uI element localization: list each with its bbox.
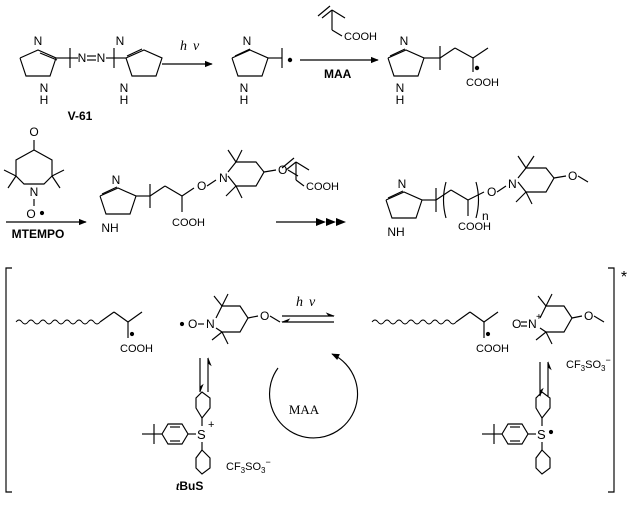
atom-h: H <box>120 93 129 107</box>
asterisk: * <box>621 269 627 286</box>
atom-o: O <box>278 163 287 177</box>
sulfanyl-radical: S <box>482 391 554 475</box>
imidazolinyl-radical: N N H <box>231 34 293 107</box>
atom-o: O <box>188 317 197 331</box>
atom-n: N <box>30 185 39 199</box>
maa-cycle-label: MAA <box>289 402 320 417</box>
maa-label: MAA <box>324 67 352 81</box>
vertical-equilibrium-left <box>199 357 212 393</box>
subscript-n: n <box>482 209 489 223</box>
atom-n: N <box>120 81 129 95</box>
charge-plus: + <box>536 312 542 323</box>
equilibrium-arrows-center: h ν <box>281 295 335 323</box>
atom-o: O <box>197 179 206 193</box>
atom-n: N <box>97 51 106 65</box>
cooh-label: COOH <box>120 343 153 355</box>
cooh-label: COOH <box>476 343 509 355</box>
atom-h: H <box>40 93 49 107</box>
counter-anion-cf3so3: CF3SO3− <box>226 457 271 475</box>
atom-s: S <box>537 427 546 442</box>
tbus-sulfonium-salt: S + CF3SO3− tBuS <box>142 391 271 493</box>
atom-n: N <box>508 177 517 191</box>
atom-o: O <box>584 309 593 323</box>
atom-n: N <box>240 81 249 95</box>
atom-n-plus: N <box>528 317 537 331</box>
atom-n: N <box>34 34 43 48</box>
charge-plus: + <box>208 419 214 431</box>
atom-n: N <box>243 34 252 48</box>
atom-n: N <box>219 171 228 185</box>
v61-molecule: N N H N N N N H V-61 <box>19 34 163 123</box>
radical-dot <box>129 331 135 337</box>
radical-dot <box>474 65 480 71</box>
atom-n: N <box>40 81 49 95</box>
cooh-label: COOH <box>344 31 377 43</box>
propagation-arrow: COOH <box>276 157 346 226</box>
polymethacrylic-acid-product: N NH COOH n O N O <box>385 155 589 239</box>
propagating-radical-right: COOH <box>371 311 509 355</box>
radical-dot <box>485 331 491 337</box>
counter-anion-cf3so3: CF3SO3− <box>566 355 611 373</box>
mtempo-label: MTEMPO <box>12 227 65 241</box>
alkoxyamine-adduct: N NH COOH O N O <box>99 149 299 235</box>
atom-n: N <box>206 317 215 331</box>
cooh-label: COOH <box>458 221 491 233</box>
cooh-label: COOH <box>172 217 205 229</box>
maa-adduct-radical: N N H COOH <box>387 34 499 107</box>
atom-n: N <box>398 177 407 191</box>
vertical-equilibrium-right <box>539 361 552 397</box>
propagating-radical-left: COOH <box>15 311 153 355</box>
cooh-label: COOH <box>466 77 499 89</box>
mechanism-bracket: * <box>5 267 627 493</box>
hv-nu: ν <box>193 39 200 54</box>
atom-h: H <box>240 93 249 107</box>
atom-o: O <box>512 317 521 331</box>
hv-h: h <box>296 295 303 310</box>
radical-dot <box>179 321 185 327</box>
atom-o: O <box>26 207 35 221</box>
maa-cycle: MAA <box>268 353 359 439</box>
atom-n: N <box>396 81 405 95</box>
oxoammonium-right: O N + O CF3SO3− <box>512 293 611 373</box>
atom-n: N <box>400 34 409 48</box>
atom-o: O <box>568 169 577 183</box>
atom-o: O <box>29 125 38 139</box>
photolysis-arrow: h ν <box>162 39 213 68</box>
atom-nh: NH <box>101 221 118 235</box>
atom-h: H <box>396 93 405 107</box>
atom-n: N <box>78 51 87 65</box>
atom-s: S <box>197 427 206 442</box>
mtempo-left: O N O <box>179 293 281 345</box>
v61-label: V-61 <box>68 109 93 123</box>
mtempo-reagent: O N O MTEMPO <box>3 125 65 241</box>
tbus-label: tBuS <box>176 479 203 493</box>
atom-nh: NH <box>387 225 404 239</box>
atom-n: N <box>112 173 121 187</box>
cooh-label: COOH <box>306 181 339 193</box>
atom-o: O <box>260 309 269 323</box>
atom-o: O <box>487 185 496 199</box>
radical-dot <box>287 57 293 63</box>
maa-addition-arrow: COOH MAA <box>300 5 379 81</box>
hv-nu: ν <box>309 295 316 310</box>
atom-n: N <box>116 34 125 48</box>
hv-h: h <box>180 39 187 54</box>
radical-dot <box>548 429 554 435</box>
radical-dot <box>39 210 45 216</box>
